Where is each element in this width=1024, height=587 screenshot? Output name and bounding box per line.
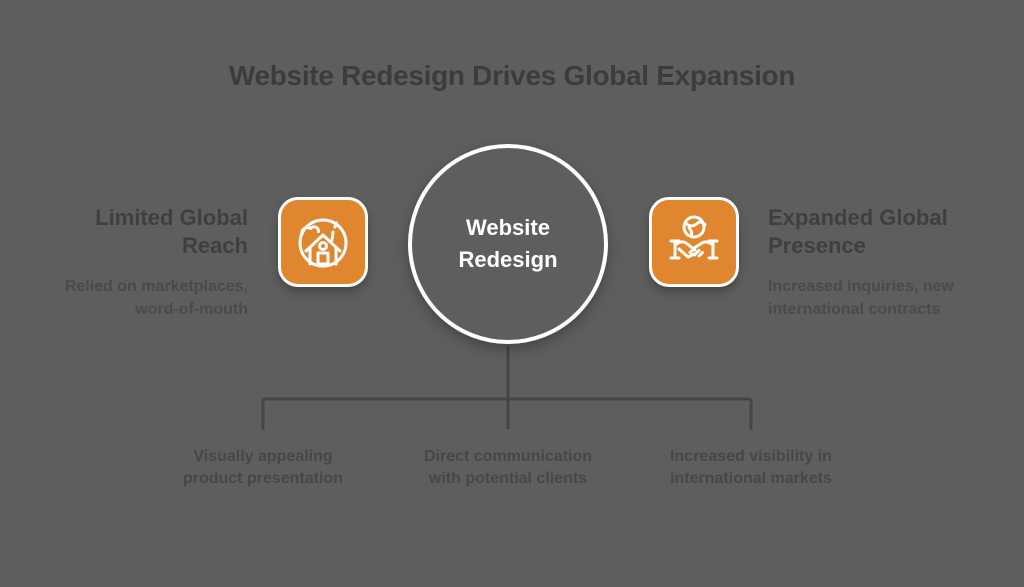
benefit-3-line2: international markets: [670, 470, 832, 488]
after-heading: Expanded Global Presence: [768, 204, 983, 259]
center-node-label-line2: Redesign: [458, 247, 558, 272]
before-heading: Limited Global Reach: [38, 204, 248, 259]
handshake-globe-icon: [669, 215, 719, 260]
center-node-label-line1: Website: [466, 215, 550, 241]
before-text-block: Limited Global Reach Relied on marketpla…: [38, 204, 248, 321]
benefit-1-line2: product presentation: [182, 470, 343, 488]
after-icon-tile: [649, 197, 739, 287]
after-text-block: Expanded Global Presence Increased inqui…: [768, 204, 983, 321]
before-description: Relied on marketplaces, word-of-mouth: [38, 275, 248, 321]
before-heading-line1: Limited Global: [95, 205, 248, 230]
benefit-2-line2: with potential clients: [428, 470, 588, 488]
page-title: Website Redesign Drives Global Expansion: [228, 60, 796, 91]
after-heading-line2: Presence: [768, 232, 866, 258]
benefit-item-3: Increased visibility in international ma…: [641, 446, 861, 491]
after-description: Increased inquiries, new international c…: [768, 275, 983, 321]
before-heading-line2: Reach: [181, 232, 248, 258]
after-description-line1: Increased inquiries, new: [768, 278, 954, 295]
after-heading-line1: Expanded Global: [768, 205, 948, 230]
before-icon-tile: [278, 197, 368, 287]
benefit-2-line1: Direct communication: [423, 448, 593, 465]
benefit-item-1: Visually appealing product presentation: [153, 446, 373, 491]
benefit-1-line1: Visually appealing: [193, 448, 333, 465]
house-in-globe-icon: [298, 218, 348, 268]
benefit-3-line1: Increased visibility in: [670, 448, 832, 465]
after-description-line2: international contracts: [768, 301, 941, 319]
benefit-item-2: Direct communication with potential clie…: [398, 446, 618, 491]
center-node: Website Redesign: [408, 144, 608, 344]
before-description-line1: Relied on marketplaces,: [64, 278, 248, 295]
before-description-line2: word-of-mouth: [135, 301, 248, 319]
